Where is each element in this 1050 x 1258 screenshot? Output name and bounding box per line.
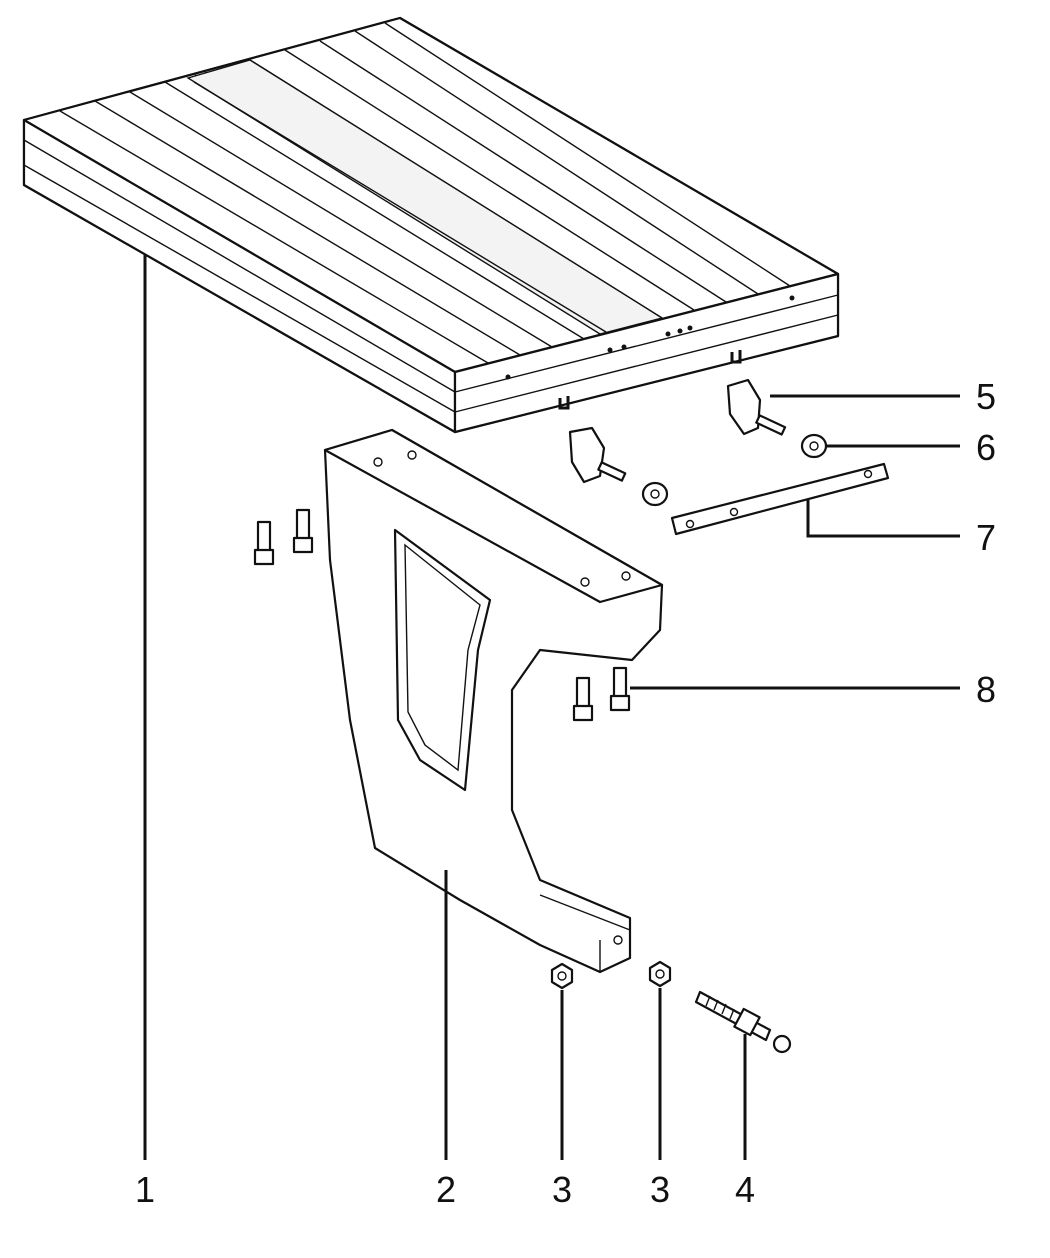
callout-2: 2 [436, 1169, 456, 1210]
washer-part [641, 481, 669, 507]
bracket-bar-part [670, 462, 890, 536]
callout-8: 8 [976, 669, 996, 710]
knob-part [568, 426, 627, 484]
callout-3: 3 [552, 1169, 572, 1210]
callout-7: 7 [976, 517, 996, 558]
callout-3: 3 [650, 1169, 670, 1210]
table-top-part [22, 16, 840, 434]
callout-4: 4 [735, 1169, 755, 1210]
washer-part [800, 433, 828, 459]
carriage-bolt-part [694, 990, 792, 1054]
leader-lines [143, 255, 960, 1160]
hex-nut-part [550, 962, 574, 990]
callout-6: 6 [976, 427, 996, 468]
callout-5: 5 [976, 376, 996, 417]
screw-part [572, 666, 631, 722]
knob-part [726, 378, 787, 436]
callout-1: 1 [135, 1169, 155, 1210]
hex-nut-part [648, 960, 672, 988]
support-leg-part [323, 428, 664, 974]
screw-part [253, 508, 314, 566]
